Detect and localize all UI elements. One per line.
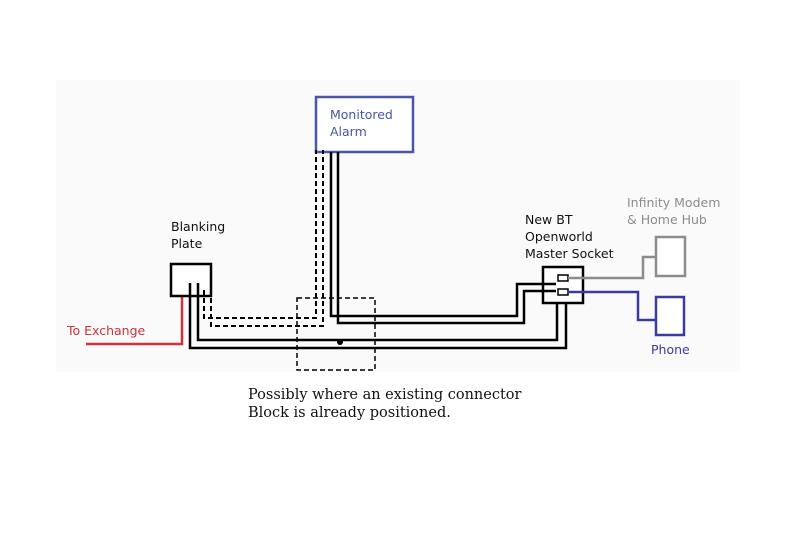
modem-label: Infinity Modem & Home Hub <box>627 195 721 227</box>
modem-box <box>654 235 687 278</box>
plate-to-socket-wire-a <box>188 283 568 350</box>
alarm-dashed-wire-inner <box>210 150 324 327</box>
modem-wire <box>568 255 656 280</box>
phone-wire <box>568 290 656 322</box>
alarm-dashed-wire-outer <box>203 150 317 319</box>
socket-port-upper <box>557 274 569 282</box>
socket-port-lower <box>557 288 569 296</box>
plate-to-socket-wire-b <box>196 283 559 342</box>
exchange-label: To Exchange <box>67 323 146 338</box>
alarm-to-socket-wire-a <box>329 152 556 318</box>
blanking-plate-label: Blanking Plate <box>171 219 226 251</box>
phone-box <box>654 295 686 337</box>
connector-note-line2: Block is already positioned. <box>248 405 451 421</box>
junction-dot <box>337 339 343 345</box>
alarm-box <box>314 95 415 154</box>
phone-label: Phone <box>651 342 690 357</box>
connector-block-region <box>296 297 376 371</box>
alarm-to-socket-wire-b <box>336 152 556 325</box>
connector-note-line1: Possibly where an existing connector <box>248 387 522 403</box>
alarm-label: Monitored Alarm <box>330 107 393 139</box>
master-socket-label: New BT Openworld Master Socket <box>525 212 614 261</box>
